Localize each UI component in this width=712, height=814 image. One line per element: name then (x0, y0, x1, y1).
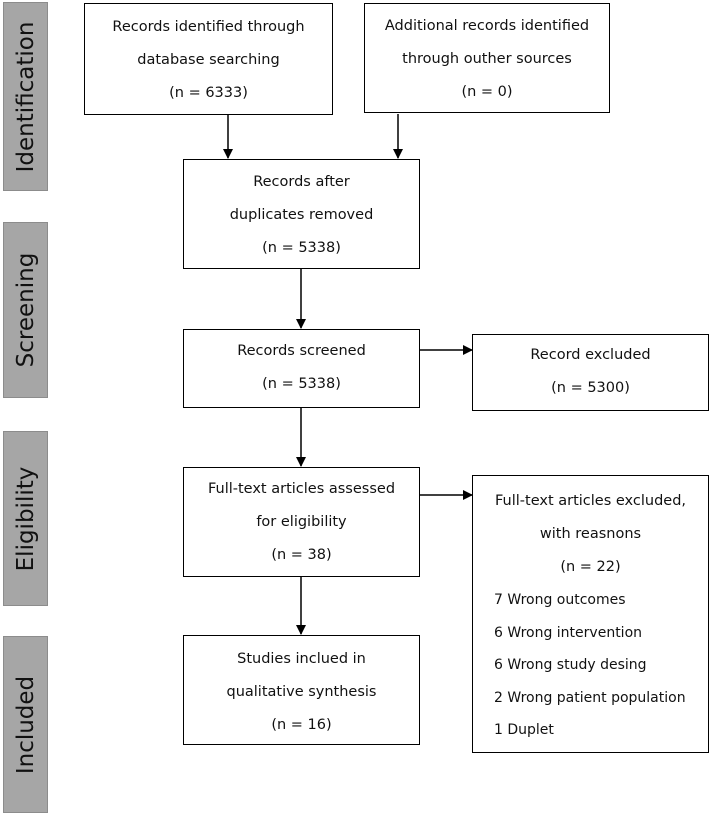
database-records-line2: database searching (137, 52, 280, 68)
exclusion-reason: 2 Wrong patient population (494, 689, 686, 706)
included-studies-count: (n = 16) (271, 717, 332, 733)
included-studies-line2: qualitative synthesis (226, 684, 377, 700)
duplicates-removed-count: (n = 5338) (262, 240, 341, 256)
phase-eligibility: Eligibility (3, 431, 48, 606)
box-duplicates-removed: Records after duplicates removed (n = 53… (183, 159, 420, 269)
fulltext-excluded-line1: Full-text articles excluded, (494, 493, 687, 509)
excluded-count: (n = 5300) (551, 380, 630, 396)
screened-count: (n = 5338) (262, 376, 341, 392)
exclusion-reasons-list: 7 Wrong outcomes 6 Wrong intervention 6 … (473, 584, 708, 747)
database-records-count: (n = 6333) (169, 85, 248, 101)
box-excluded: Record excluded (n = 5300) (472, 334, 709, 411)
included-studies-line1: Studies inclued in (237, 651, 366, 667)
other-records-count: (n = 0) (461, 84, 513, 100)
box-fulltext-excluded: Full-text articles excluded, with reasno… (472, 475, 709, 753)
duplicates-removed-line1: Records after (253, 174, 350, 190)
box-other-records: Additional records identified through ou… (364, 3, 610, 113)
exclusion-reason: 7 Wrong outcomes (494, 592, 626, 608)
box-included-studies: Studies inclued in qualitative synthesis… (183, 635, 420, 745)
fulltext-excluded-count: (n = 22) (560, 559, 621, 575)
other-records-line2: through outher sources (402, 51, 572, 67)
screened-line1: Records screened (237, 343, 366, 359)
exclusion-reason: 6 Wrong study desing (494, 657, 647, 673)
duplicates-removed-line2: duplicates removed (229, 207, 374, 223)
fulltext-assessed-line2: for eligibility (256, 514, 347, 530)
phase-screening: Screening (3, 222, 48, 398)
exclusion-reason: 6 Wrong intervention (494, 624, 643, 641)
fulltext-excluded-line2: with reasnons (539, 526, 642, 542)
fulltext-assessed-line1: Full-text articles assessed (207, 481, 396, 497)
phase-included: Included (3, 636, 48, 813)
box-fulltext-assessed: Full-text articles assessed for eligibil… (183, 467, 420, 577)
phase-identification: Identification (3, 2, 48, 191)
database-records-line1: Records identified through (112, 19, 305, 35)
exclusion-reason: 1 Duplet (494, 722, 554, 738)
box-screened: Records screened (n = 5338) (183, 329, 420, 408)
box-database-records: Records identified through database sear… (84, 3, 333, 115)
other-records-line1: Additional records identified (384, 18, 590, 34)
fulltext-assessed-count: (n = 38) (271, 547, 332, 563)
excluded-line1: Record excluded (530, 347, 651, 363)
